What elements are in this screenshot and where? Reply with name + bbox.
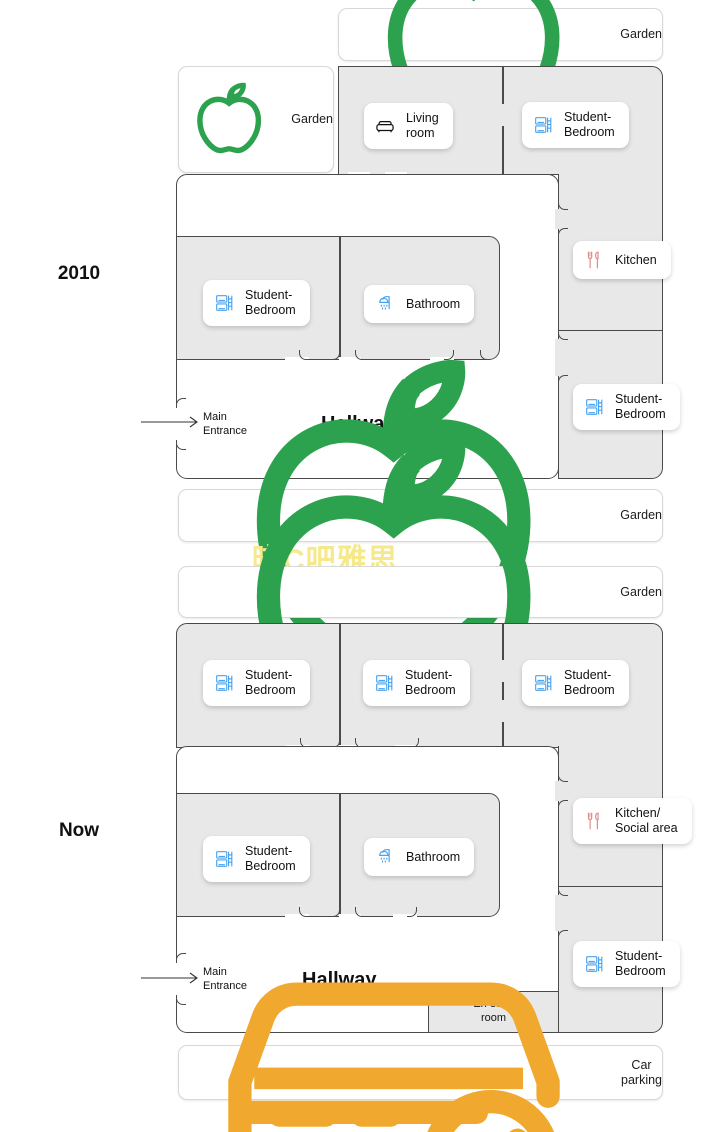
room-pill-label: Student-Bedroom <box>405 668 456 697</box>
era-label-2010: 2010 <box>57 263 101 284</box>
cutlery-icon <box>587 812 599 830</box>
room-pill-kitchen-2010: Kitchen <box>573 241 671 279</box>
bunk-bed-icon <box>535 675 552 691</box>
door-jamb-entrance-bot-2010 <box>176 440 186 450</box>
door-jamb-mid-e-2010 <box>480 350 490 360</box>
garden-label: Garden <box>620 584 662 599</box>
doorway-bedroomR-now <box>555 895 561 931</box>
door-jamb-kitchen-bot-now <box>558 800 568 810</box>
doorway-bedroomR-2010 <box>555 339 561 376</box>
door-jamb-bedroomR-bot-2010 <box>558 375 568 385</box>
car-icon <box>228 982 560 1132</box>
room-pill-bathroom-2010: Bathroom <box>364 285 475 323</box>
room-pill-bedroom-mid-2010: Student-Bedroom <box>203 280 310 326</box>
doorway-bathroom-a-now <box>339 914 361 920</box>
room-pill-label: Student-Bedroom <box>615 949 666 978</box>
door-jamb-kitchen-top-now <box>558 772 568 782</box>
garden-block-left-2010: Garden <box>178 66 334 173</box>
apple-icon <box>197 83 262 154</box>
doorway-kitchen-2010 <box>555 209 561 229</box>
garden-label: Garden <box>620 508 662 523</box>
room-pill-bedroom-top-2010: Student-Bedroom <box>522 102 629 148</box>
doorway-main-entrance-2010 <box>173 408 180 444</box>
room-pill-label: Student-Bedroom <box>245 288 296 317</box>
room-pill-bathroom-now: Bathroom <box>364 838 475 876</box>
room-pill-bedroom-mid-now: Student-Bedroom <box>203 836 310 882</box>
door-jamb-bedroomR-top-2010 <box>558 330 568 340</box>
doorway-bedroom-mid-now <box>285 914 309 920</box>
room-pill-label: Student-Bedroom <box>564 668 615 697</box>
garden-label: Garden <box>291 112 333 127</box>
door-jamb-bedroomR-bot-now <box>558 930 568 940</box>
bunk-bed-icon <box>216 675 233 691</box>
room-pill-label: Student-Bedroom <box>564 110 615 139</box>
shower-icon <box>379 296 390 310</box>
bunk-bed-icon <box>216 851 233 867</box>
doorway-main-entrance-now <box>173 963 180 999</box>
bunk-bed-icon <box>216 295 233 311</box>
room-pill-bedroom-t2-now: Student-Bedroom <box>363 660 470 706</box>
garden-label: Garden <box>620 27 662 42</box>
sofa-icon <box>376 120 394 133</box>
bunk-bed-icon <box>586 399 603 415</box>
room-pill-label: Student-Bedroom <box>245 844 296 873</box>
door-jamb-m-a-now <box>299 907 309 917</box>
main-entrance-arrow-now <box>141 972 198 984</box>
room-pill-label: Student-Bedroom <box>615 392 666 421</box>
doorway-kitchen-now <box>555 781 561 801</box>
bunk-bed-icon <box>535 117 552 133</box>
room-pill-label: Kitchen <box>615 252 657 267</box>
door-jamb-mid-c-2010 <box>355 350 365 360</box>
room-pill-label: Bathroom <box>406 296 461 311</box>
doorway-bedroom-mid-2010 <box>285 357 309 363</box>
room-pill-kitchen-social-now: Kitchen/Social area <box>573 798 692 844</box>
door-jamb-m-c-now <box>355 907 365 917</box>
room-pill-bedroom-right-now: Student-Bedroom <box>573 941 680 987</box>
wall-right-wing-divider-2010 <box>558 330 663 332</box>
doorway-between-t2-t3-b-now <box>500 700 506 722</box>
wall-right-wing-divider-now <box>558 886 663 888</box>
doorway-bathroom-2-2010 <box>430 357 454 363</box>
main-entrance-arrow-2010 <box>141 416 198 428</box>
room-pill-label: Student-Bedroom <box>245 668 296 697</box>
doorway-bathroom-b-now <box>393 914 417 920</box>
era-label-now: Now <box>58 820 100 841</box>
door-jamb-mid-a-2010 <box>299 350 309 360</box>
doorway-between-t2-t3-now <box>500 660 506 682</box>
doorway-between-top-rooms-2010 <box>500 104 506 126</box>
bunk-bed-icon <box>586 956 603 972</box>
door-jamb-kitchen-bot-2010 <box>558 228 568 238</box>
cutlery-icon <box>587 251 599 269</box>
garden-strip-top-now: Garden <box>178 436 663 738</box>
door-jamb-mid-b-2010 <box>330 350 340 360</box>
doorway-bathroom-2010 <box>339 357 361 363</box>
door-jamb-mid-d-2010 <box>444 350 454 360</box>
room-pill-label: Bathroom <box>406 849 461 864</box>
room-pill-bedroom-t1-now: Student-Bedroom <box>203 660 310 706</box>
door-jamb-bedroomR-top-now <box>558 886 568 896</box>
shower-icon <box>379 849 390 863</box>
room-pill-bedroom-right-2010: Student-Bedroom <box>573 384 680 430</box>
garden-strip-top-2010: Garden <box>338 0 663 126</box>
door-jamb-entrance-top-2010 <box>176 398 186 408</box>
door-jamb-entrance-top-now <box>176 953 186 963</box>
bunk-bed-icon <box>376 675 393 691</box>
right-wing-top-join-2010 <box>560 170 661 178</box>
door-jamb-m-b-now <box>330 907 340 917</box>
room-pill-label: Kitchen/Social area <box>615 806 678 835</box>
door-jamb-kitchen-top-2010 <box>558 200 568 210</box>
right-wing-top-join-now <box>560 742 661 750</box>
door-jamb-m-d-now <box>407 907 417 917</box>
room-pill-bedroom-t3-now: Student-Bedroom <box>522 660 629 706</box>
door-jamb-entrance-bot-now <box>176 995 186 1005</box>
